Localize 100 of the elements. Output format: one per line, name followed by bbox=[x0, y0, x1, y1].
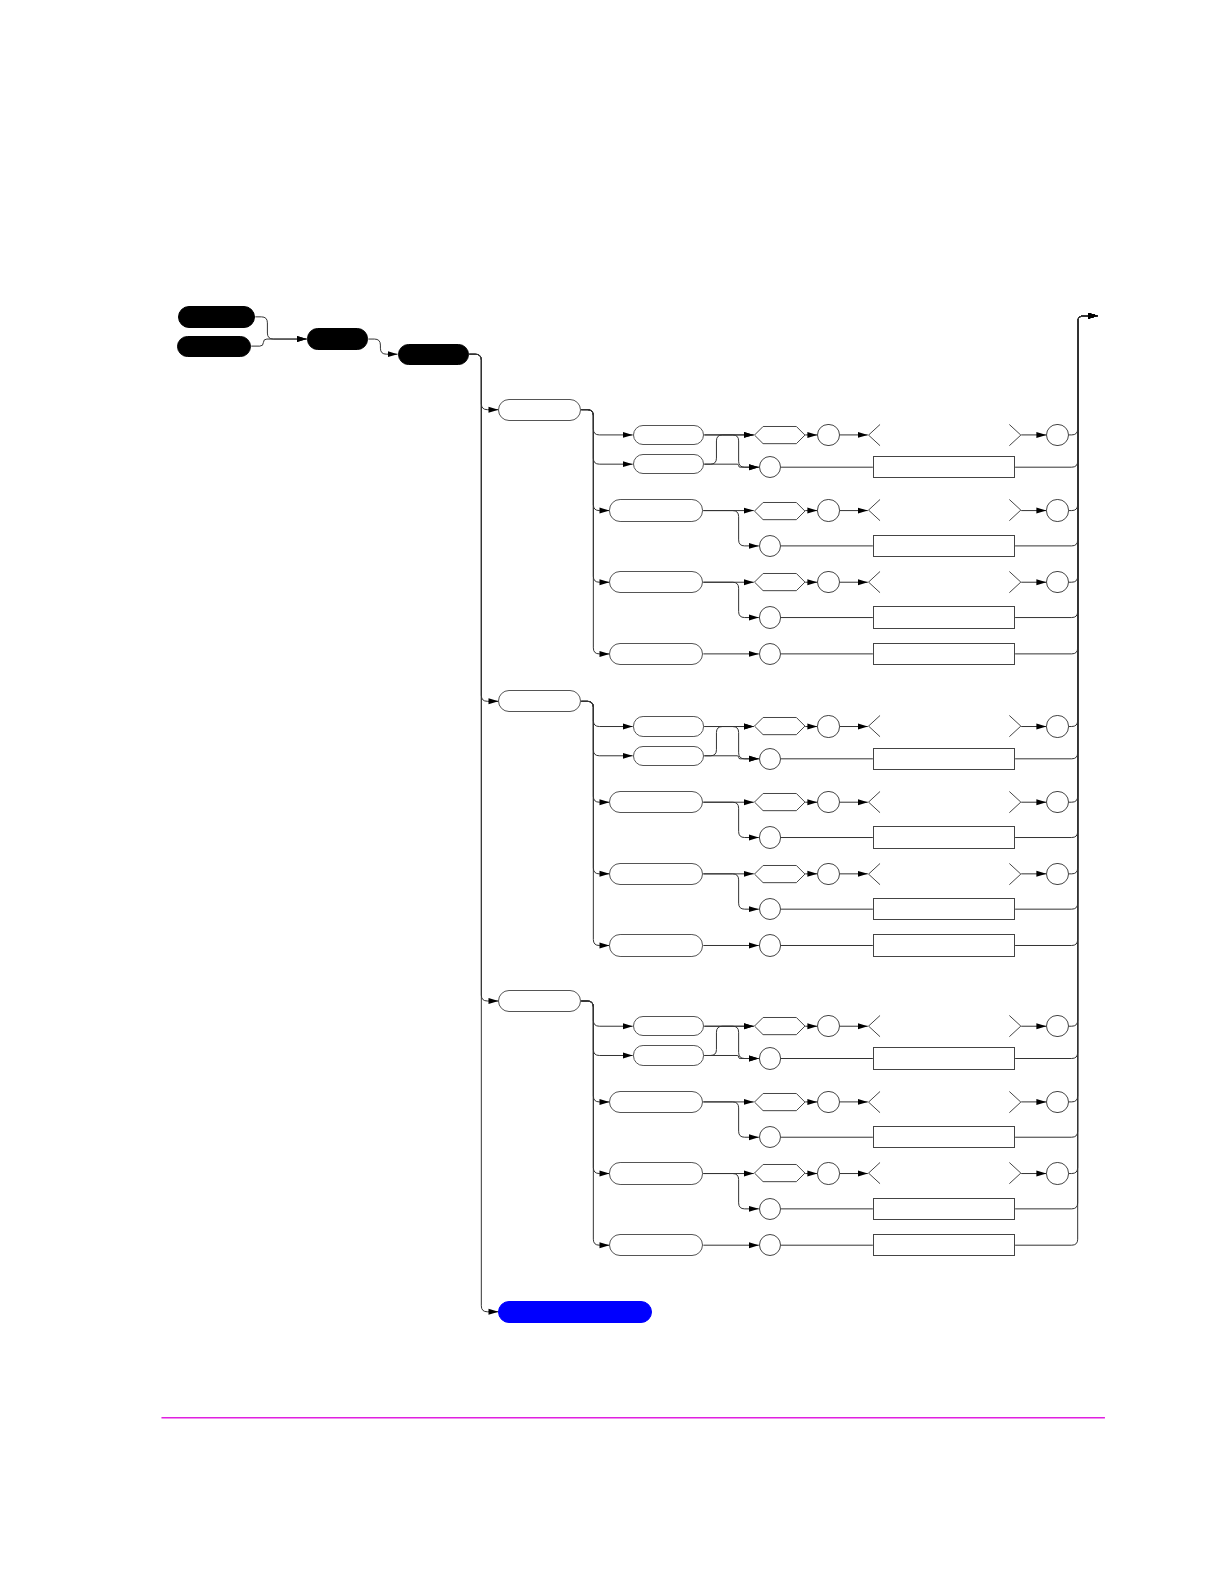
circle-node bbox=[817, 1090, 840, 1113]
circle-node bbox=[758, 534, 781, 557]
rounded-box bbox=[498, 398, 582, 421]
rounded-box bbox=[609, 1090, 704, 1113]
connector-arrow bbox=[580, 1000, 610, 1249]
circle-node bbox=[1046, 862, 1069, 885]
circle-node bbox=[758, 934, 781, 957]
circle-node bbox=[817, 715, 840, 738]
hexagon-node bbox=[753, 573, 806, 592]
rounded-box bbox=[609, 1162, 704, 1185]
connector-arrow bbox=[839, 723, 869, 730]
angle-brackets bbox=[867, 862, 1022, 885]
rounded-box bbox=[609, 499, 704, 522]
connector-arrow bbox=[702, 510, 760, 549]
highlighted-pill bbox=[498, 1300, 652, 1323]
connector-arrow bbox=[1020, 1098, 1047, 1105]
connector-arrow bbox=[702, 1101, 760, 1141]
connector-arrow bbox=[702, 942, 760, 949]
connector-arrow bbox=[702, 873, 760, 913]
circle-node bbox=[1046, 791, 1069, 814]
connector-line bbox=[780, 545, 874, 547]
hexagon-node bbox=[753, 864, 806, 883]
circle-node bbox=[1046, 1090, 1069, 1113]
connector-arrow bbox=[580, 409, 610, 657]
circle-node bbox=[758, 747, 781, 770]
rounded-box bbox=[632, 745, 705, 766]
filled-pill bbox=[177, 305, 256, 328]
hexagon-node bbox=[753, 501, 806, 520]
connector-arrow bbox=[703, 755, 760, 762]
circle-node bbox=[817, 571, 840, 594]
circle-node bbox=[758, 826, 781, 849]
connector-arrow bbox=[839, 1098, 869, 1105]
rounded-box bbox=[632, 424, 705, 445]
circle-node bbox=[1046, 423, 1069, 446]
circle-node bbox=[758, 606, 781, 629]
circle-node bbox=[1046, 1015, 1069, 1038]
rect-box bbox=[872, 934, 1016, 957]
rect-box bbox=[872, 747, 1016, 770]
angle-brackets bbox=[867, 791, 1022, 814]
angle-brackets bbox=[867, 1090, 1022, 1113]
filled-pill bbox=[397, 343, 470, 365]
circle-node bbox=[817, 423, 840, 446]
angle-brackets bbox=[867, 571, 1022, 594]
connector-arrow bbox=[468, 353, 499, 1315]
connector-arrow bbox=[580, 700, 610, 949]
angle-brackets bbox=[867, 1015, 1022, 1038]
rect-box bbox=[872, 642, 1016, 665]
rect-box bbox=[872, 826, 1016, 849]
rounded-box bbox=[632, 1045, 705, 1066]
connector-arrow bbox=[804, 579, 818, 586]
connector-arrow bbox=[804, 507, 818, 514]
rounded-box bbox=[609, 1234, 704, 1257]
connector-arrow bbox=[703, 463, 760, 471]
connector-arrow bbox=[1020, 579, 1047, 586]
connector-arrow bbox=[702, 1242, 760, 1249]
hexagon-node bbox=[753, 1017, 806, 1036]
rounded-box bbox=[498, 690, 582, 713]
connector-line bbox=[780, 1136, 874, 1138]
rounded-box bbox=[609, 642, 704, 665]
rounded-box bbox=[609, 571, 704, 594]
connector-arrow bbox=[804, 799, 818, 806]
connector-line bbox=[780, 945, 874, 946]
circle-node bbox=[817, 499, 840, 522]
rect-box bbox=[872, 898, 1016, 921]
circle-node bbox=[817, 791, 840, 814]
angle-brackets bbox=[867, 1162, 1022, 1185]
connector-line bbox=[780, 653, 874, 655]
connector-arrow bbox=[250, 336, 308, 347]
connector-arrow bbox=[804, 1023, 818, 1030]
hexagon-node bbox=[753, 1092, 806, 1111]
connector-arrow bbox=[839, 1170, 869, 1177]
connector-arrow bbox=[1020, 723, 1047, 730]
connector-arrow bbox=[839, 870, 869, 877]
hexagon-node bbox=[753, 793, 806, 812]
hexagon-node bbox=[753, 425, 806, 444]
circle-node bbox=[817, 1015, 840, 1038]
filled-pill bbox=[176, 335, 252, 357]
connector-arrow bbox=[839, 1023, 869, 1030]
connector-arrow bbox=[804, 723, 818, 730]
circle-node bbox=[758, 456, 781, 479]
rect-box bbox=[872, 1047, 1016, 1070]
circle-node bbox=[758, 898, 781, 921]
connector-arrow bbox=[1020, 1170, 1047, 1177]
circle-node bbox=[1046, 499, 1069, 522]
connector-line bbox=[780, 837, 874, 839]
connector-arrow bbox=[1020, 431, 1047, 438]
rounded-box bbox=[498, 989, 582, 1013]
connector-arrow bbox=[703, 1055, 760, 1062]
connector-line bbox=[780, 1058, 874, 1059]
rounded-box bbox=[632, 454, 705, 475]
connector-arrow bbox=[804, 1098, 818, 1105]
rounded-box bbox=[609, 934, 704, 957]
circle-node bbox=[758, 642, 781, 665]
circle-node bbox=[758, 1234, 781, 1257]
angle-brackets bbox=[867, 499, 1022, 522]
connector-line bbox=[780, 1208, 874, 1210]
connector-arrow bbox=[804, 431, 818, 438]
connector-arrow bbox=[804, 870, 818, 877]
connector-arrow bbox=[839, 507, 869, 514]
connector-line bbox=[780, 466, 874, 468]
